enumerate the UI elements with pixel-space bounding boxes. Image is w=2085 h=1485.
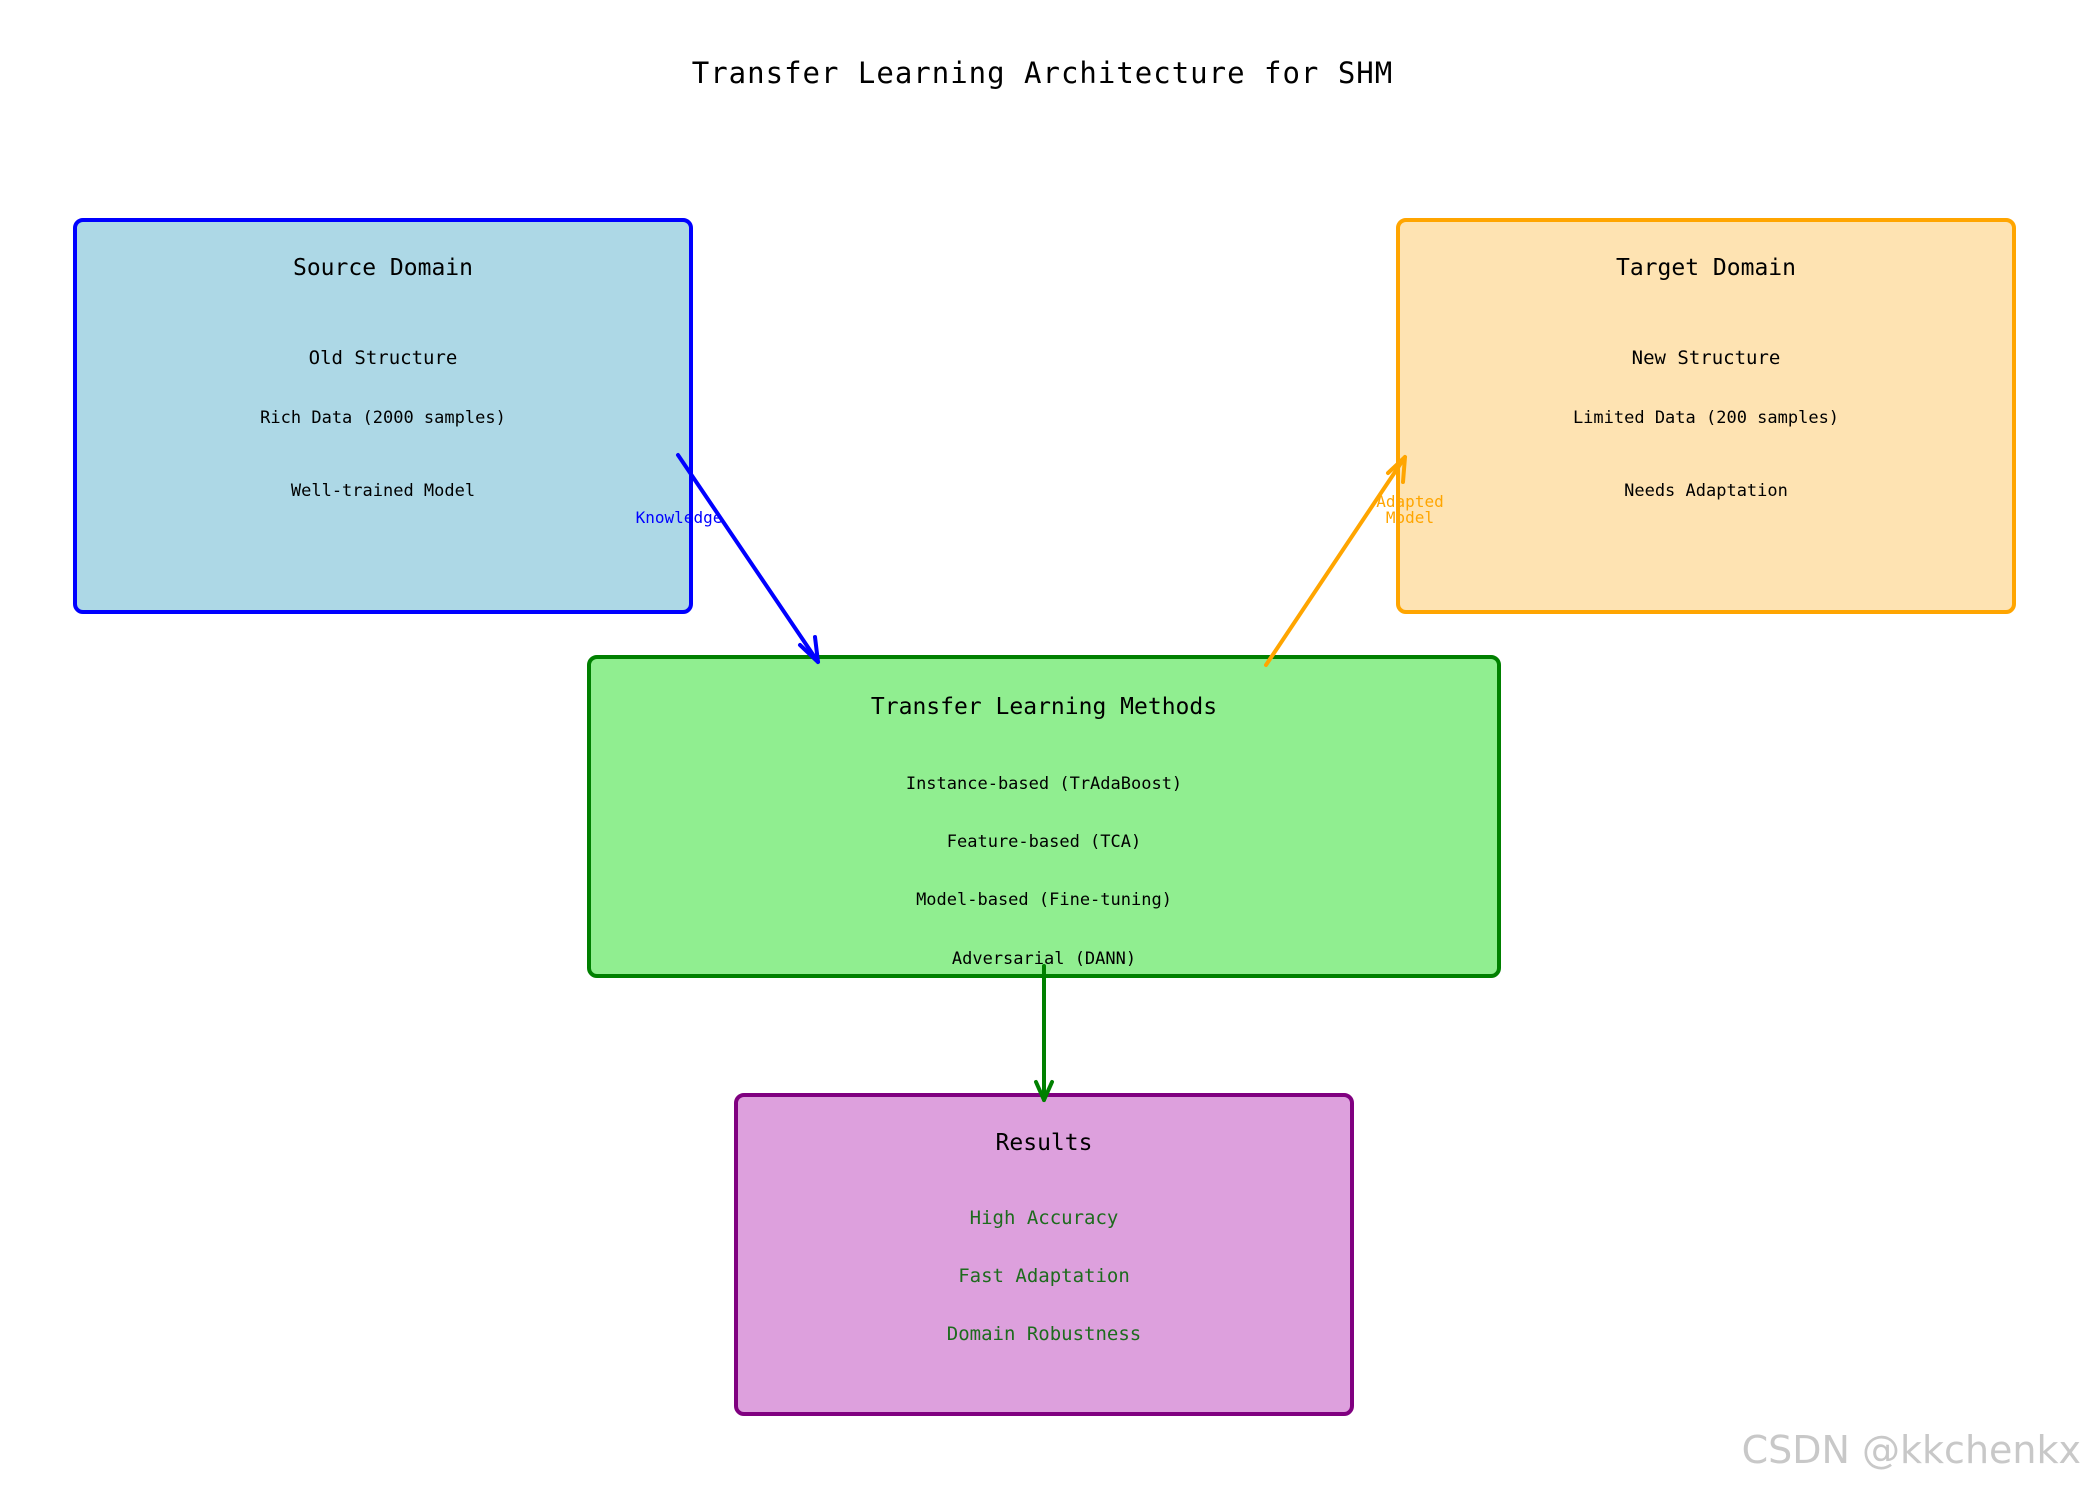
target-domain-box: Target Domain New Structure Limited Data… [1396,218,2016,614]
methods-line-adversarial: Adversarial (DANN) [951,949,1137,969]
results-box: Results High Accuracy Fast Adaptation Do… [734,1093,1354,1416]
methods-title: Transfer Learning Methods [870,694,1218,720]
methods-line-model: Model-based (Fine-tuning) [916,890,1172,910]
source-domain-line-model: Well-trained Model [290,481,476,501]
results-line-accuracy: High Accuracy [969,1207,1119,1229]
knowledge-label: Knowledge [635,508,723,527]
adapted-model-label: Adapted Model [1370,494,1450,526]
results-line-robustness: Domain Robustness [946,1323,1142,1345]
source-domain-box: Source Domain Old Structure Rich Data (2… [73,218,693,614]
diagram-title: Transfer Learning Architecture for SHM [691,56,1394,90]
adapted-model-arrow [1264,455,1407,667]
adapted-model-label-line2: Model [1385,508,1435,527]
target-domain-title: Target Domain [1615,255,1796,281]
methods-line-instance: Instance-based (TrAdaBoost) [905,774,1183,794]
methods-line-feature: Feature-based (TCA) [946,832,1142,852]
knowledge-arrow [676,453,820,664]
source-domain-line-structure: Old Structure [308,347,458,369]
results-line-adaptation: Fast Adaptation [958,1265,1130,1287]
source-domain-title: Source Domain [292,255,473,281]
watermark: CSDN @kkchenkx [1741,1428,2081,1472]
target-domain-line-structure: New Structure [1631,347,1781,369]
target-domain-line-data: Limited Data (200 samples) [1572,408,1840,428]
target-domain-line-adaptation: Needs Adaptation [1624,481,1788,501]
adapted-model-label-line1: Adapted [1376,492,1444,511]
source-domain-line-data: Rich Data (2000 samples) [260,408,506,428]
results-title: Results [995,1130,1093,1156]
methods-box: Transfer Learning Methods Instance-based… [587,655,1501,978]
